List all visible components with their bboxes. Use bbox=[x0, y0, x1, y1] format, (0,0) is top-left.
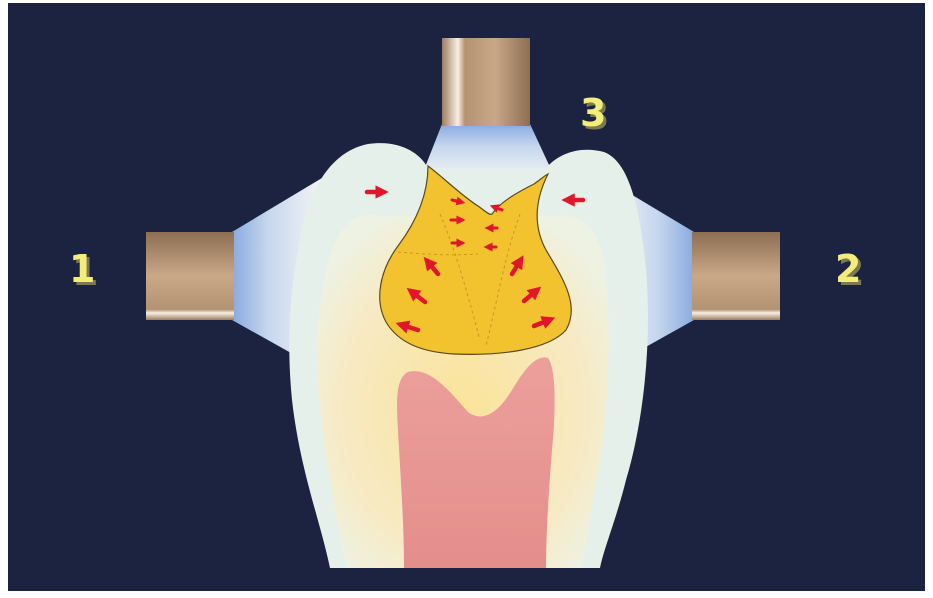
light-guide-left bbox=[146, 232, 234, 320]
light-guide-right bbox=[692, 232, 780, 320]
label-light-1: 1 bbox=[69, 247, 95, 291]
label-light-2: 2 bbox=[835, 247, 861, 291]
shrinkage-arrow-icon bbox=[452, 200, 461, 202]
label-light-3: 3 bbox=[580, 91, 606, 135]
light-guide-top bbox=[442, 38, 530, 126]
